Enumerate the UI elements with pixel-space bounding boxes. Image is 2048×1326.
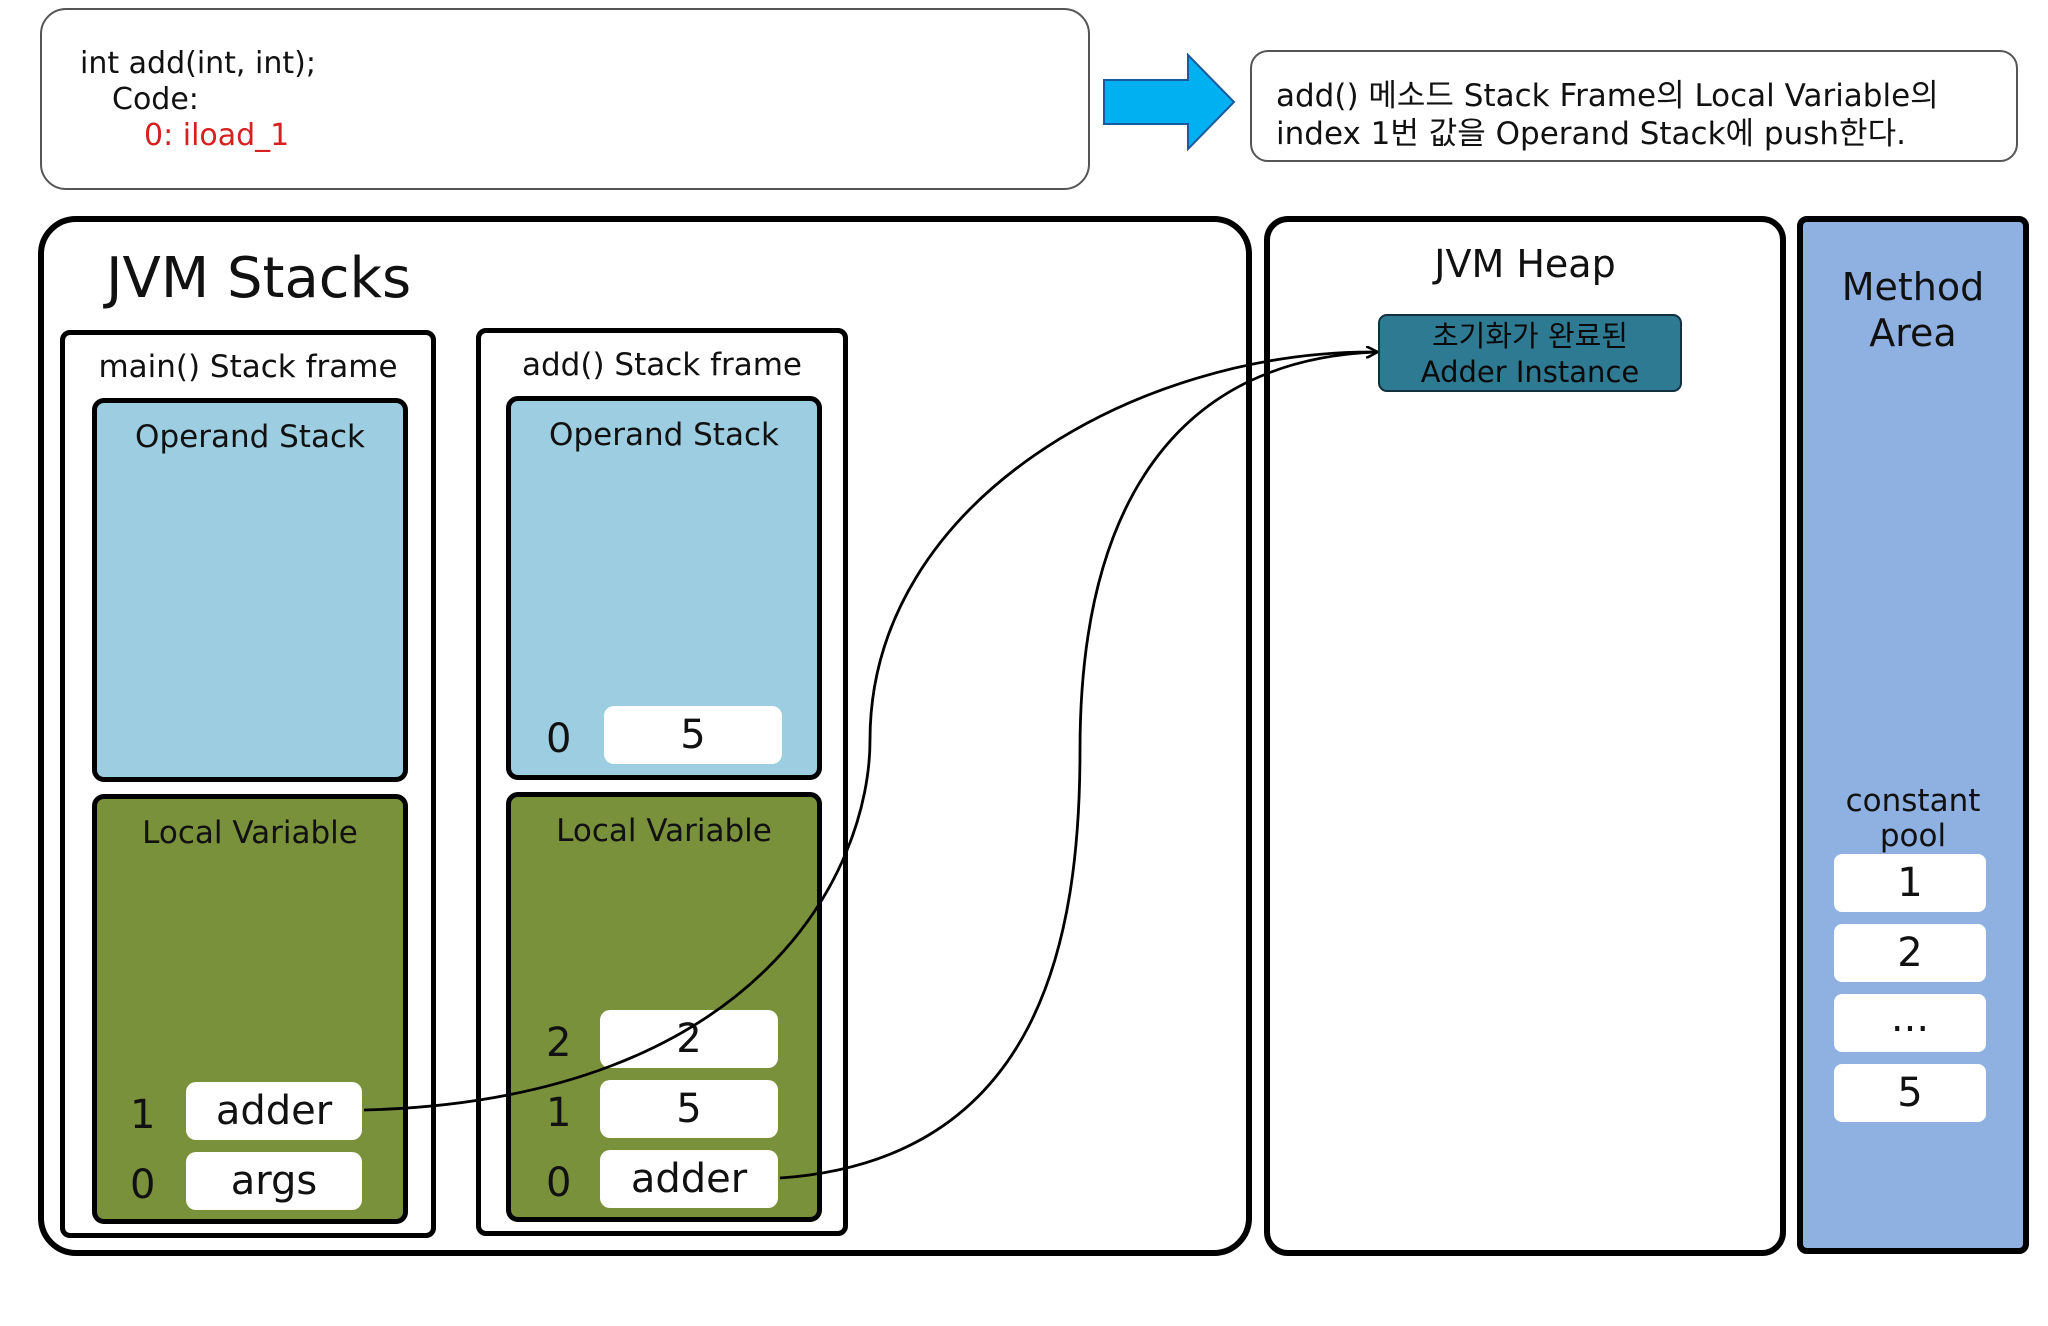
- bytecode-signature: int add(int, int);: [80, 46, 316, 81]
- add-local-variable-title: Local Variable: [556, 813, 772, 849]
- main-local-variable-title: Local Variable: [142, 815, 358, 851]
- add-lv-slot-adder: adder: [600, 1150, 778, 1208]
- adder-instance-line-1: 초기화가 완료된: [1432, 319, 1628, 353]
- constant-pool-title-line-2: pool: [1879, 818, 1947, 854]
- method-area-title-line-1: Method: [1841, 265, 1985, 309]
- explanation-note: add() 메소드 Stack Frame의 Local Variable의 i…: [1250, 50, 2018, 162]
- main-lv-index-0: 0: [130, 1162, 156, 1208]
- add-lv-index-2: 2: [546, 1020, 572, 1066]
- method-area-title: Method Area: [1803, 264, 2023, 356]
- add-lv-slot-5: 5: [600, 1080, 778, 1138]
- add-adder-reference-arrow: [779, 352, 1376, 1180]
- main-lv-slot-adder: adder: [186, 1082, 362, 1140]
- main-operand-stack-title: Operand Stack: [135, 419, 365, 455]
- add-operand-stack-title: Operand Stack: [549, 417, 779, 453]
- right-arrow-icon: [1103, 52, 1236, 152]
- constant-pool-title-line-1: constant: [1845, 783, 1981, 819]
- main-frame-title: main() Stack frame: [98, 349, 398, 385]
- main-operand-stack: Operand Stack: [92, 398, 408, 782]
- add-lv-index-0: 0: [546, 1160, 572, 1206]
- bytecode-box: int add(int, int); Code: 0: iload_1: [40, 8, 1090, 190]
- main-lv-slot-args: args: [186, 1152, 362, 1210]
- constant-pool-entry: 2: [1834, 924, 1986, 982]
- main-adder-reference-arrow: [363, 352, 1376, 1112]
- bytecode-instruction: 0: iload_1: [144, 118, 290, 153]
- method-area-title-line-2: Area: [1869, 311, 1957, 355]
- constant-pool-entry: ...: [1834, 994, 1986, 1052]
- add-frame-title: add() Stack frame: [522, 347, 802, 383]
- add-os-index-0: 0: [546, 716, 572, 762]
- jvm-stacks-title: JVM Stacks: [106, 246, 412, 311]
- constant-pool-title: constant pool: [1803, 784, 2023, 854]
- note-line-2: index 1번 값을 Operand Stack에 push한다.: [1276, 116, 1906, 152]
- jvm-heap-title: JVM Heap: [1434, 242, 1616, 286]
- bytecode-code-label: Code:: [112, 82, 199, 117]
- note-line-1: add() 메소드 Stack Frame의 Local Variable의: [1276, 78, 1939, 114]
- constant-pool-entry: 5: [1834, 1064, 1986, 1122]
- add-lv-index-1: 1: [546, 1090, 572, 1136]
- adder-instance-line-2: Adder Instance: [1420, 355, 1640, 389]
- adder-instance: 초기화가 완료된 Adder Instance: [1378, 314, 1682, 392]
- constant-pool-entry: 1: [1834, 854, 1986, 912]
- main-lv-index-1: 1: [130, 1092, 156, 1138]
- add-os-slot-5: 5: [604, 706, 782, 764]
